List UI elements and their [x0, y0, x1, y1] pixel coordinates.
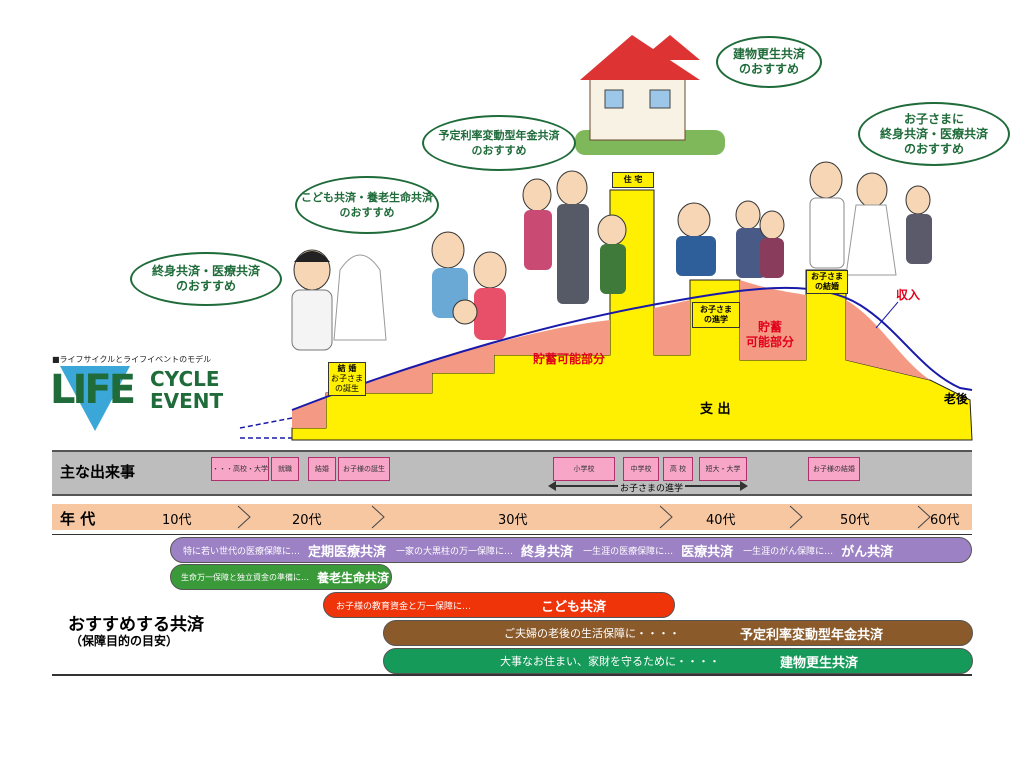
label-school: お子さま の進学 [692, 302, 740, 328]
event-junior-high: 中学校 [623, 457, 659, 481]
young-family [431, 231, 507, 340]
bubble-line: こども共済・養老生命共済 [301, 191, 433, 204]
bar-green-building: 大事なお住まい、家財を守るために・・・・ 建物更生共済 [383, 648, 973, 674]
label-line: 結 婚 [337, 364, 357, 373]
label-line: 貯蓄 [758, 320, 783, 334]
label-income: 収入 [896, 288, 921, 302]
bar-desc: 特に若い世代の医療保障に… [183, 546, 301, 557]
bubble-line: のおすすめ [175, 279, 236, 293]
label-savings-1: 貯蓄可能部分 [533, 352, 606, 366]
recommend-subtitle: （保障目的の目安） [70, 634, 179, 648]
bar-desc: お子様の教育資金と万一保障に… [336, 601, 472, 612]
product-gan[interactable]: がん共済 [841, 544, 894, 560]
age-30s: 30代 [498, 513, 528, 528]
label-line: お子さま [811, 272, 843, 281]
income-pointer [875, 301, 899, 329]
label-line: お子さま [331, 374, 363, 383]
bar-desc: 大事なお住まい、家財を守るために・・・・ [500, 655, 720, 668]
bubble-line: のおすすめ [903, 141, 964, 156]
label-line: の進学 [704, 315, 728, 324]
bubble-children: お子さまに 終身共済・医療共済 のおすすめ [858, 102, 1010, 166]
bar-purple: 特に若い世代の医療保障に… 定期医療共済 一家の大黒柱の万一保障に… 終身共済 … [170, 537, 972, 563]
product-building[interactable]: 建物更生共済 [780, 655, 859, 671]
event-child-marriage: お子様の結婚 [808, 457, 860, 481]
life-cycle-chart [239, 35, 973, 441]
savings-area [292, 320, 610, 428]
bubble-line: のおすすめ [738, 62, 799, 76]
bar-desc: 一家の大黒柱の万一保障に… [396, 546, 514, 557]
income-line [291, 286, 973, 411]
age-10s: 10代 [162, 513, 192, 528]
event-birth: お子様の誕生 [338, 457, 390, 481]
product-teiki-iryo[interactable]: 定期医療共済 [308, 544, 387, 560]
savings-area-4 [846, 300, 930, 380]
logo: LIFE CYCLE EVENT [50, 366, 240, 436]
house-illustration [575, 35, 725, 155]
label-marriage: 結 婚 お子さま の誕生 [328, 362, 366, 396]
wedding-couple [291, 249, 387, 351]
label-house: 住 宅 [612, 172, 654, 188]
age-20s: 20代 [292, 513, 322, 528]
label-child-wedding: お子さま の結婚 [806, 270, 848, 294]
bubble-line: お子さまに [903, 111, 964, 126]
bubble-line: 建物更生共済 [732, 47, 805, 61]
bubble-lifetime-medical: 終身共済・医療共済 のおすすめ [130, 252, 282, 306]
bar-desc: 生命万一保障と独立資金の準備に… [181, 572, 309, 582]
bar-desc: 一生涯のがん保障に… [743, 546, 834, 557]
event-employment: 就職 [271, 457, 299, 481]
bubble-line: のおすすめ [339, 206, 395, 219]
age-label: 年 代 [60, 510, 96, 528]
bar-desc: 一生涯の医療保障に… [583, 546, 674, 557]
event-high-school: 高 校 [663, 457, 693, 481]
label-line: お子さま [700, 305, 732, 314]
product-yoro[interactable]: 養老生命共済 [317, 570, 390, 585]
logo-life: LIFE [50, 367, 136, 413]
events-label: 主な出来事 [60, 463, 136, 481]
product-shushin[interactable]: 終身共済 [521, 544, 574, 560]
bar-green-yoro: 生命万一保障と独立資金の準備に… 養老生命共済 [170, 564, 392, 590]
bubble-line: 終身共済・医療共済 [151, 264, 260, 278]
savings-area-2 [654, 300, 690, 355]
event-elementary: 小学校 [553, 457, 615, 481]
event-college: 短大・大学 [699, 457, 747, 481]
event-highschool-college: ・・・高校・大学 [211, 457, 269, 481]
bar-orange-kodomo: お子様の教育資金と万一保障に… こども共済 [323, 592, 675, 618]
bubble-building: 建物更生共済 のおすすめ [716, 36, 822, 88]
label-old-age: 老後 [944, 392, 969, 406]
event-marriage: 結婚 [308, 457, 336, 481]
age-50s: 50代 [840, 513, 870, 528]
logo-cycle: CYCLE [150, 367, 220, 391]
logo-caption: ■ライフサイクルとライフイベントのモデル [52, 355, 212, 364]
bubble-line: のおすすめ [471, 144, 527, 157]
savings-area-3 [740, 280, 806, 360]
child-wedding-family [809, 161, 932, 276]
progress-label: お子さまの進学 [618, 481, 686, 494]
logo-event: EVENT [150, 389, 224, 413]
label-line: の誕生 [335, 384, 359, 393]
divider-bottom [52, 674, 972, 676]
bubble-line: 予定利率変動型年金共済 [438, 129, 560, 142]
age-band [52, 504, 972, 530]
label-line: 可能部分 [746, 335, 795, 349]
age-60s: 60代 [930, 513, 960, 528]
product-iryo[interactable]: 医療共済 [681, 544, 734, 560]
bubble-annuity: 予定利率変動型年金共済 のおすすめ [422, 115, 576, 171]
school-family [522, 170, 627, 304]
bubble-line: 終身共済・医療共済 [879, 126, 988, 141]
product-kodomo[interactable]: こども共済 [541, 599, 607, 615]
bubble-kodomo: こども共済・養老生命共済 のおすすめ [295, 176, 439, 234]
label-line: の結婚 [815, 282, 839, 291]
product-annuity[interactable]: 予定利率変動型年金共済 [740, 627, 884, 643]
recommend-title: おすすめする共済 [68, 615, 204, 635]
bar-desc: ご夫婦の老後の生活保障に・・・・ [504, 627, 680, 640]
logo-triangle [60, 366, 130, 431]
age-40s: 40代 [706, 513, 736, 528]
bar-brown-annuity: ご夫婦の老後の生活保障に・・・・ 予定利率変動型年金共済 [383, 620, 973, 646]
label-savings-2: 貯蓄 可能部分 [746, 320, 794, 350]
label-expense: 支 出 [700, 402, 731, 417]
graduation-family [676, 200, 785, 278]
divider-top [52, 534, 972, 535]
